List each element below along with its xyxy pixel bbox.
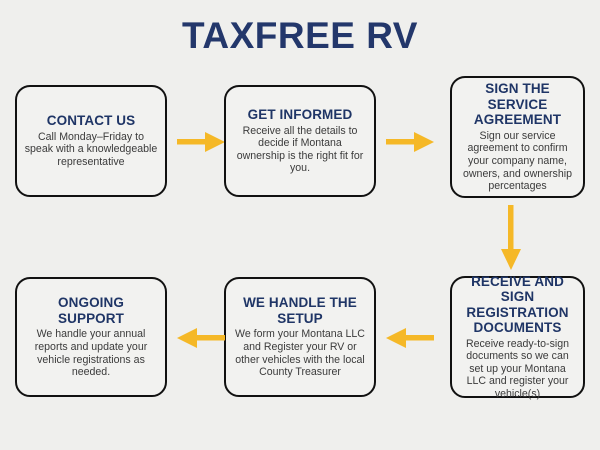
arrow-left-icon-documents-to-setup bbox=[386, 327, 434, 349]
arrow-right-icon-informed-to-agreement bbox=[386, 131, 434, 153]
step-box-sign-agreement[interactable]: SIGN THE SERVICE AGREEMENT Sign our serv… bbox=[450, 76, 585, 198]
step-body-we-handle-setup: We form your Montana LLC and Register yo… bbox=[235, 328, 365, 379]
step-box-get-informed[interactable]: GET INFORMED Receive all the details to … bbox=[224, 85, 376, 197]
step-body-get-informed: Receive all the details to decide if Mon… bbox=[236, 124, 364, 175]
step-box-contact-us[interactable]: CONTACT US Call Monday–Friday to speak w… bbox=[15, 85, 167, 197]
step-body-contact-us: Call Monday–Friday to speak with a knowl… bbox=[24, 130, 158, 169]
arrow-right-icon-contact-to-informed bbox=[177, 131, 225, 153]
step-body-sign-agreement: Sign our service agreement to confirm yo… bbox=[463, 129, 572, 193]
arrow-left-icon-setup-to-support bbox=[177, 327, 225, 349]
step-body-ongoing-support: We handle your annual reports and update… bbox=[34, 328, 148, 379]
step-body-receive-sign-documents: Receive ready-to-sign documents so we ca… bbox=[465, 337, 570, 400]
step-heading-receive-sign-documents: RECEIVE AND SIGN REGISTRATION DOCUMENTS bbox=[466, 273, 569, 336]
step-heading-ongoing-support: ONGOING SUPPORT bbox=[58, 295, 124, 326]
step-box-ongoing-support[interactable]: ONGOING SUPPORT We handle your annual re… bbox=[15, 277, 167, 397]
step-heading-get-informed: GET INFORMED bbox=[247, 107, 353, 123]
step-heading-we-handle-setup: WE HANDLE THE SETUP bbox=[243, 295, 357, 326]
arrow-down-icon-agreement-to-documents bbox=[500, 205, 522, 271]
page-title: TAXFREE RV bbox=[182, 15, 418, 56]
step-heading-sign-agreement: SIGN THE SERVICE AGREEMENT bbox=[473, 81, 562, 128]
step-heading-contact-us: CONTACT US bbox=[46, 113, 136, 129]
step-box-we-handle-setup[interactable]: WE HANDLE THE SETUP We form your Montana… bbox=[224, 277, 376, 397]
step-box-receive-sign-documents[interactable]: RECEIVE AND SIGN REGISTRATION DOCUMENTS … bbox=[450, 273, 585, 400]
